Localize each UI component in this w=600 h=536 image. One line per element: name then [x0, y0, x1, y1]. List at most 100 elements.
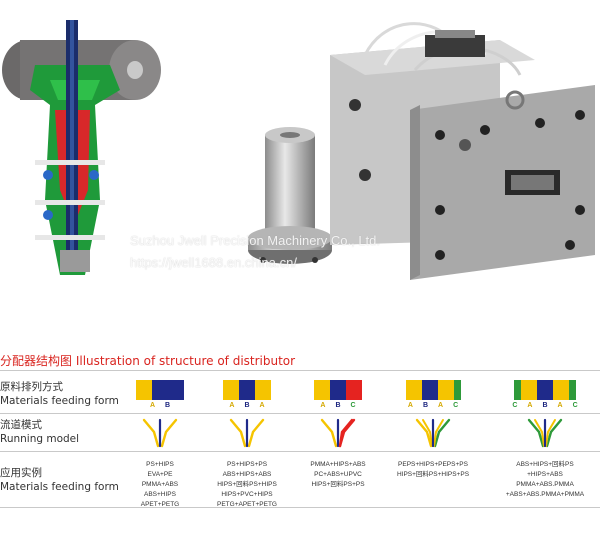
material-bar-green — [453, 380, 461, 400]
example-item: PMMA+ABS.PMMA — [516, 481, 574, 488]
material-letter: A — [259, 402, 265, 409]
material-bars — [201, 380, 293, 400]
material-letter: A — [557, 402, 563, 409]
flow-line — [433, 418, 451, 448]
material-letter: C — [572, 402, 578, 409]
divider-title — [0, 370, 600, 371]
example-item: PEPS+HIPS+PEPS+PS — [398, 461, 468, 468]
material-bar-blue — [537, 380, 553, 400]
distributor-assembly-photo — [330, 22, 595, 280]
material-letter: C — [512, 402, 518, 409]
material-bar-blue — [330, 380, 346, 400]
flow-line — [229, 418, 247, 448]
row-label-feeding: 原料排列方式 Materials feeding form — [0, 380, 119, 408]
material-bar-yellow — [136, 380, 152, 400]
material-letter: B — [422, 402, 428, 409]
flow-line — [160, 418, 178, 448]
section-title: 分配器结构图 Illustration of structure of dist… — [0, 354, 296, 368]
flow-line — [338, 418, 354, 448]
flow-line — [142, 418, 160, 448]
example-item: PMMA+ABS — [141, 481, 179, 488]
material-letter: A — [229, 402, 235, 409]
example-item: PMMA+HIPS+ABS — [310, 461, 366, 468]
material-bar-green — [569, 380, 576, 400]
material-bar-yellow — [553, 380, 569, 400]
material-bar-yellow — [314, 380, 330, 400]
material-bar-blue — [421, 380, 438, 400]
flow-line — [415, 418, 433, 448]
material-bars — [114, 380, 206, 400]
material-bar-blue — [239, 380, 255, 400]
flow-line — [534, 419, 545, 447]
material-bar-blue — [168, 380, 184, 400]
material-letter: B — [165, 402, 171, 409]
material-bar-yellow — [437, 380, 454, 400]
material-bar-yellow — [405, 380, 422, 400]
material-letter: A — [149, 402, 155, 409]
row-label-feeding-en: Materials feeding form — [0, 395, 119, 407]
distributor-insert-photo — [248, 127, 332, 264]
row-label-examples-en: Materials feeding form — [0, 481, 119, 493]
running-model-icon — [142, 418, 178, 448]
example-item: HIPS+PVC+HIPS — [221, 491, 273, 498]
flow-line — [527, 418, 545, 448]
material-bars — [499, 380, 591, 400]
example-item: HIPS+回料PS+HIPS+PS — [396, 471, 470, 478]
material-letter: A — [320, 402, 326, 409]
running-model-icon — [527, 418, 563, 448]
application-examples: PS+HIPS+PS ABS+HIPS+ABS HIPS+回料PS+HIPS HIPS… — [192, 460, 302, 510]
running-model-icon — [229, 418, 265, 448]
application-examples: PEPS+HIPS+PEPS+PS HIPS+回料PS+HIPS+PS — [378, 460, 488, 480]
example-item: PS+HIPS+PS — [226, 461, 268, 468]
running-model-icon — [415, 418, 451, 448]
flow-line — [433, 419, 444, 447]
divider-running — [0, 451, 600, 452]
row-label-feeding-cn: 原料排列方式 — [0, 381, 63, 393]
divider-bottom — [0, 507, 600, 508]
example-item: ABS+HIPS — [144, 491, 176, 498]
material-letter: B — [542, 402, 548, 409]
material-bar-green — [514, 380, 521, 400]
application-examples: PS+HIPS EVA+PE PMMA+ABS ABS+HIPS APET+PETG — [105, 460, 215, 510]
flow-line — [320, 418, 338, 448]
divider-feeding — [0, 413, 600, 414]
example-item: HIPS+回料PS+HIPS — [217, 481, 277, 488]
material-letter: A — [438, 402, 444, 409]
material-letter: B — [335, 402, 341, 409]
material-bar-yellow — [223, 380, 239, 400]
material-letter: C — [453, 402, 459, 409]
material-bar-yellow — [521, 380, 537, 400]
flow-line — [422, 419, 433, 447]
row-label-examples: 应用实例 Materials feeding form — [0, 466, 119, 494]
flow-line — [247, 418, 265, 448]
example-item: PC+ABS+UPVC — [314, 471, 362, 478]
material-bars — [387, 380, 479, 400]
material-letter: A — [407, 402, 413, 409]
flow-line — [545, 419, 556, 447]
material-letter: A — [527, 402, 533, 409]
watermark-company: Suzhou Jwell Precision Machinery Co., Lt… — [130, 233, 381, 248]
watermark-url: https://jwell1688.en.china.cn/ — [130, 255, 297, 270]
material-letters: A B C — [292, 402, 384, 409]
row-label-examples-cn: 应用实例 — [0, 467, 42, 479]
flow-line — [545, 418, 563, 448]
example-item: ABS+HIPS+回料PS — [516, 461, 574, 468]
example-item: EVA+PE — [147, 471, 173, 478]
example-item: PS+HIPS — [146, 461, 174, 468]
example-item: +HIPS+ABS — [527, 471, 563, 478]
material-bar-yellow — [255, 380, 271, 400]
row-label-running-en: Running model — [0, 433, 80, 445]
material-bar-blue — [152, 380, 168, 400]
example-item: ABS+HIPS+ABS — [222, 471, 272, 478]
material-letter: C — [350, 402, 356, 409]
running-model-icon — [320, 418, 356, 448]
example-item: APET+PETG — [140, 501, 180, 508]
